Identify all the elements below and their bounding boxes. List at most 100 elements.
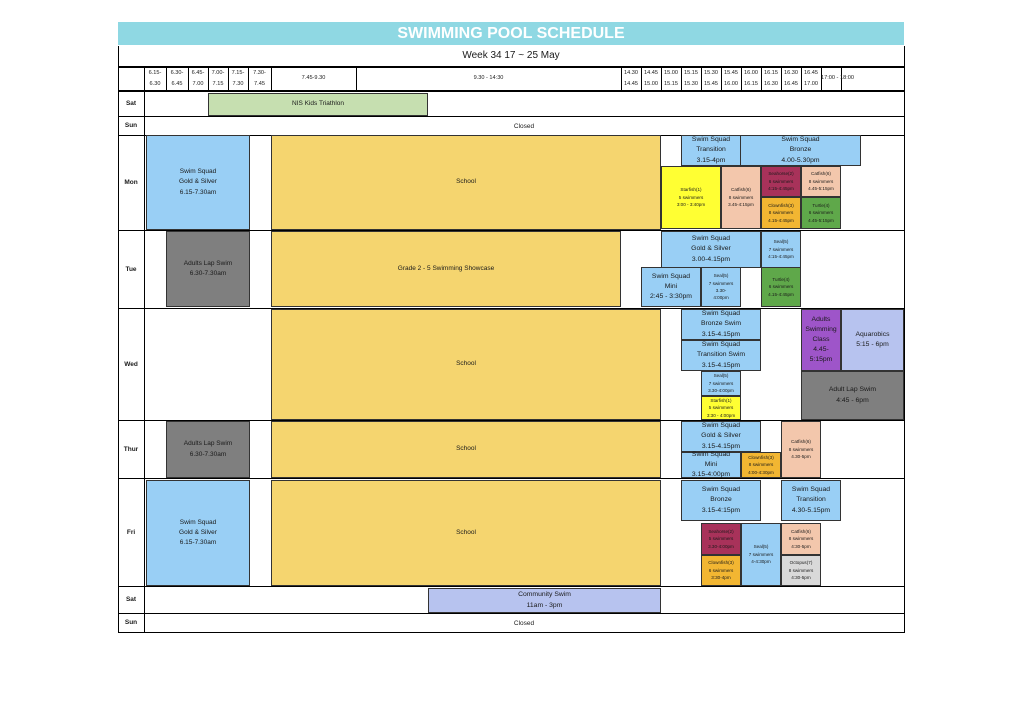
grid-line: [118, 91, 904, 92]
mon-starfish: Starfish(1) 5 swimmers 3:00 - 3:40pm: [661, 166, 721, 229]
day-label-mon: Mon: [124, 179, 138, 186]
grid-line: [741, 67, 742, 90]
time-slot-header: 14.45 15.00: [644, 70, 658, 87]
fri-school: School: [271, 480, 661, 586]
time-slot-header: 15.15 15.30: [684, 70, 698, 87]
wed-seal: Seal(5) 7 swimmers 3.30-4:00pm: [701, 371, 741, 396]
time-slot-header: 15.45 16.00: [724, 70, 738, 87]
fri-clownfish: Clownfish(3) 6 swimmers 3:30-4pm: [701, 555, 741, 586]
grid-line: [118, 613, 904, 614]
nis-kids-triathlon-block: NIS Kids Triathlon: [208, 93, 428, 116]
grid-line: [356, 67, 357, 90]
time-slot-header: 16.45 17.00: [804, 70, 818, 87]
time-slot-header: 7.45-9.30: [301, 75, 326, 81]
time-slot-header: 6.15- 6.30: [148, 70, 162, 87]
grid-line: [801, 67, 802, 90]
grid-line: [118, 116, 904, 117]
grid-line: [118, 67, 904, 68]
grid-line: [118, 632, 904, 633]
tue-seal: Seal(5) 7 swimmers 3.30- 4:00pm: [701, 267, 741, 307]
grid-line: [621, 67, 622, 90]
day-label-sat: Sat: [125, 596, 137, 603]
grid-line: [681, 67, 682, 90]
day-label-wed: Wed: [124, 360, 138, 368]
grid-line: [118, 420, 904, 421]
tue-adults-lap-swim: Adults Lap Swim 6.30-7.30am: [166, 231, 250, 307]
grid-line: [781, 67, 782, 90]
wed-swim-squad-bronze-swim: Swim Squad Bronze Swim 3.15-4.15pm: [681, 309, 761, 340]
mon-catfish-late: Catfish(6) 8 swimmers 4.45-5:15pm: [801, 166, 841, 197]
grid-line: [118, 66, 904, 67]
grid-line: [904, 46, 905, 633]
grid-line: [118, 308, 904, 309]
day-label-tue: Tue: [125, 265, 137, 273]
wed-swim-squad-transition-swim: Swim Squad Transition Swim 3.15-4.15pm: [681, 340, 761, 371]
mon-school: School: [271, 135, 661, 230]
tue-swim-squad-gold-silver: Swim Squad Gold & Silver 3.00-4.15pm: [661, 231, 761, 268]
mon-turtle: Turtle(4) 6 swimmers 4.45-5:15pm: [801, 197, 841, 229]
grid-line: [841, 67, 842, 90]
wed-school: School: [271, 309, 661, 420]
grid-line: [166, 67, 167, 90]
time-slot-header: 7.15- 7.30: [231, 70, 245, 87]
thu-clownfish: Clownfish(3) 8 swimmers 4:00-4:30pm: [741, 452, 781, 478]
grid-line: [701, 67, 702, 90]
time-slot-header: 6.45- 7.00: [191, 70, 205, 87]
grid-line: [821, 67, 822, 90]
thu-catfish: Catfish(6) 8 swimmers 4.30-5pm: [781, 421, 821, 478]
time-slot-header: 16.15 16.30: [764, 70, 778, 87]
time-slot-header: 16.30 16.45: [784, 70, 798, 87]
day-label-sun: Sun: [124, 122, 138, 129]
thu-swim-squad-gold-silver: Swim Squad Gold & Silver 3.15-4.15pm: [681, 421, 761, 452]
fri-catfish: Catfish(6) 8 swimmers 4:30-5pm: [781, 523, 821, 555]
grid-line: [118, 586, 904, 587]
mon-clownfish: Clownfish(3) 8 swimmers 4.15-4:45pm: [761, 197, 801, 229]
fri-octopus: Octopus(7) 8 swimmers 4:30-5pm: [781, 555, 821, 586]
time-slot-header: 17:00 - 18:00: [821, 75, 854, 81]
grid-line: [118, 230, 904, 231]
grid-line: [721, 67, 722, 90]
grid-line: [118, 46, 119, 633]
mon-swim-squad-gold-silver: Swim Squad Gold & Silver 6.15-7.30am: [146, 135, 250, 230]
mon-swim-squad-transition: Swim Squad Transition 3.15-4pm: [681, 135, 741, 166]
day-label-fri: Fri: [126, 528, 136, 536]
day-label-thur: Thur: [123, 445, 139, 453]
tue-seal-late: Seal(5) 7 swimmers 4:15-4:45pm: [761, 231, 801, 268]
grid-line: [248, 67, 249, 90]
time-slot-header: 16.00 16.15: [744, 70, 758, 87]
sat-community-swim: Community Swim 11am - 3pm: [428, 588, 661, 613]
grid-line: [118, 90, 904, 91]
grid-line: [761, 67, 762, 90]
fri-swim-squad-bronze: Swim Squad Bronze 3.15-4:15pm: [681, 480, 761, 521]
day-label-sun: Sun: [124, 619, 138, 626]
grid-line: [144, 67, 145, 632]
time-slot-header: 15.30 15.45: [704, 70, 718, 87]
grid-line: [641, 67, 642, 90]
time-slot-header: 14.30 14.45: [624, 70, 638, 87]
wed-starfish: Starfish(1) 5 swimmers 3:30 - 4:00pm: [701, 396, 741, 420]
wed-aquarobics: Aquarobics 5:15 - 6pm: [841, 309, 904, 371]
grid-line: [208, 67, 209, 90]
tue-swimming-showcase: Grade 2 - 5 Swimming Showcase: [271, 231, 621, 307]
grid-line: [228, 67, 229, 90]
tue-turtle: Turtle(4) 6 swimmers 4.15-4:45pm: [761, 267, 801, 307]
thu-adults-lap-swim: Adults Lap Swim 6.30-7.30am: [166, 421, 250, 478]
time-slot-header: 6.30- 6.45: [170, 70, 184, 87]
mon-swim-squad-bronze: Swim Squad Bronze 4.00-5.30pm: [740, 135, 861, 166]
wed-adults-swimming-class: Adults Swimming Class 4.45-5:15pm: [801, 309, 841, 371]
grid-line: [118, 478, 904, 479]
fri-seahorse: Seahorse(2) 5 swimmers 3.30-4:00pm: [701, 523, 741, 555]
thu-school: School: [271, 421, 661, 478]
grid-line: [661, 67, 662, 90]
thu-swim-squad-mini: Swim Squad Mini 3.15-4:00pm: [681, 451, 741, 478]
mon-seahorse: Seahorse(2) 6 swimmers 4:15-4:45pm: [761, 166, 801, 197]
sunday-closed-label: Closed: [513, 122, 535, 130]
time-slot-header: 7.00- 7.15: [211, 70, 225, 87]
grid-line: [271, 67, 272, 90]
week-range: Week 34 17 ~ 25 May: [462, 50, 560, 61]
wed-adult-lap-swim: Adult Lap Swim 4:45 - 6pm: [801, 371, 904, 420]
fri-seal: Seal(5) 7 swimmers 4-4:30pm: [741, 523, 781, 586]
schedule-table: SWIMMING POOL SCHEDULE Week 34 17 ~ 25 M…: [118, 22, 905, 633]
fri-swim-squad-gold-silver: Swim Squad Gold & Silver 6.15-7.30am: [146, 480, 250, 586]
time-slot-header: 9.30 - 14:30: [473, 75, 504, 81]
